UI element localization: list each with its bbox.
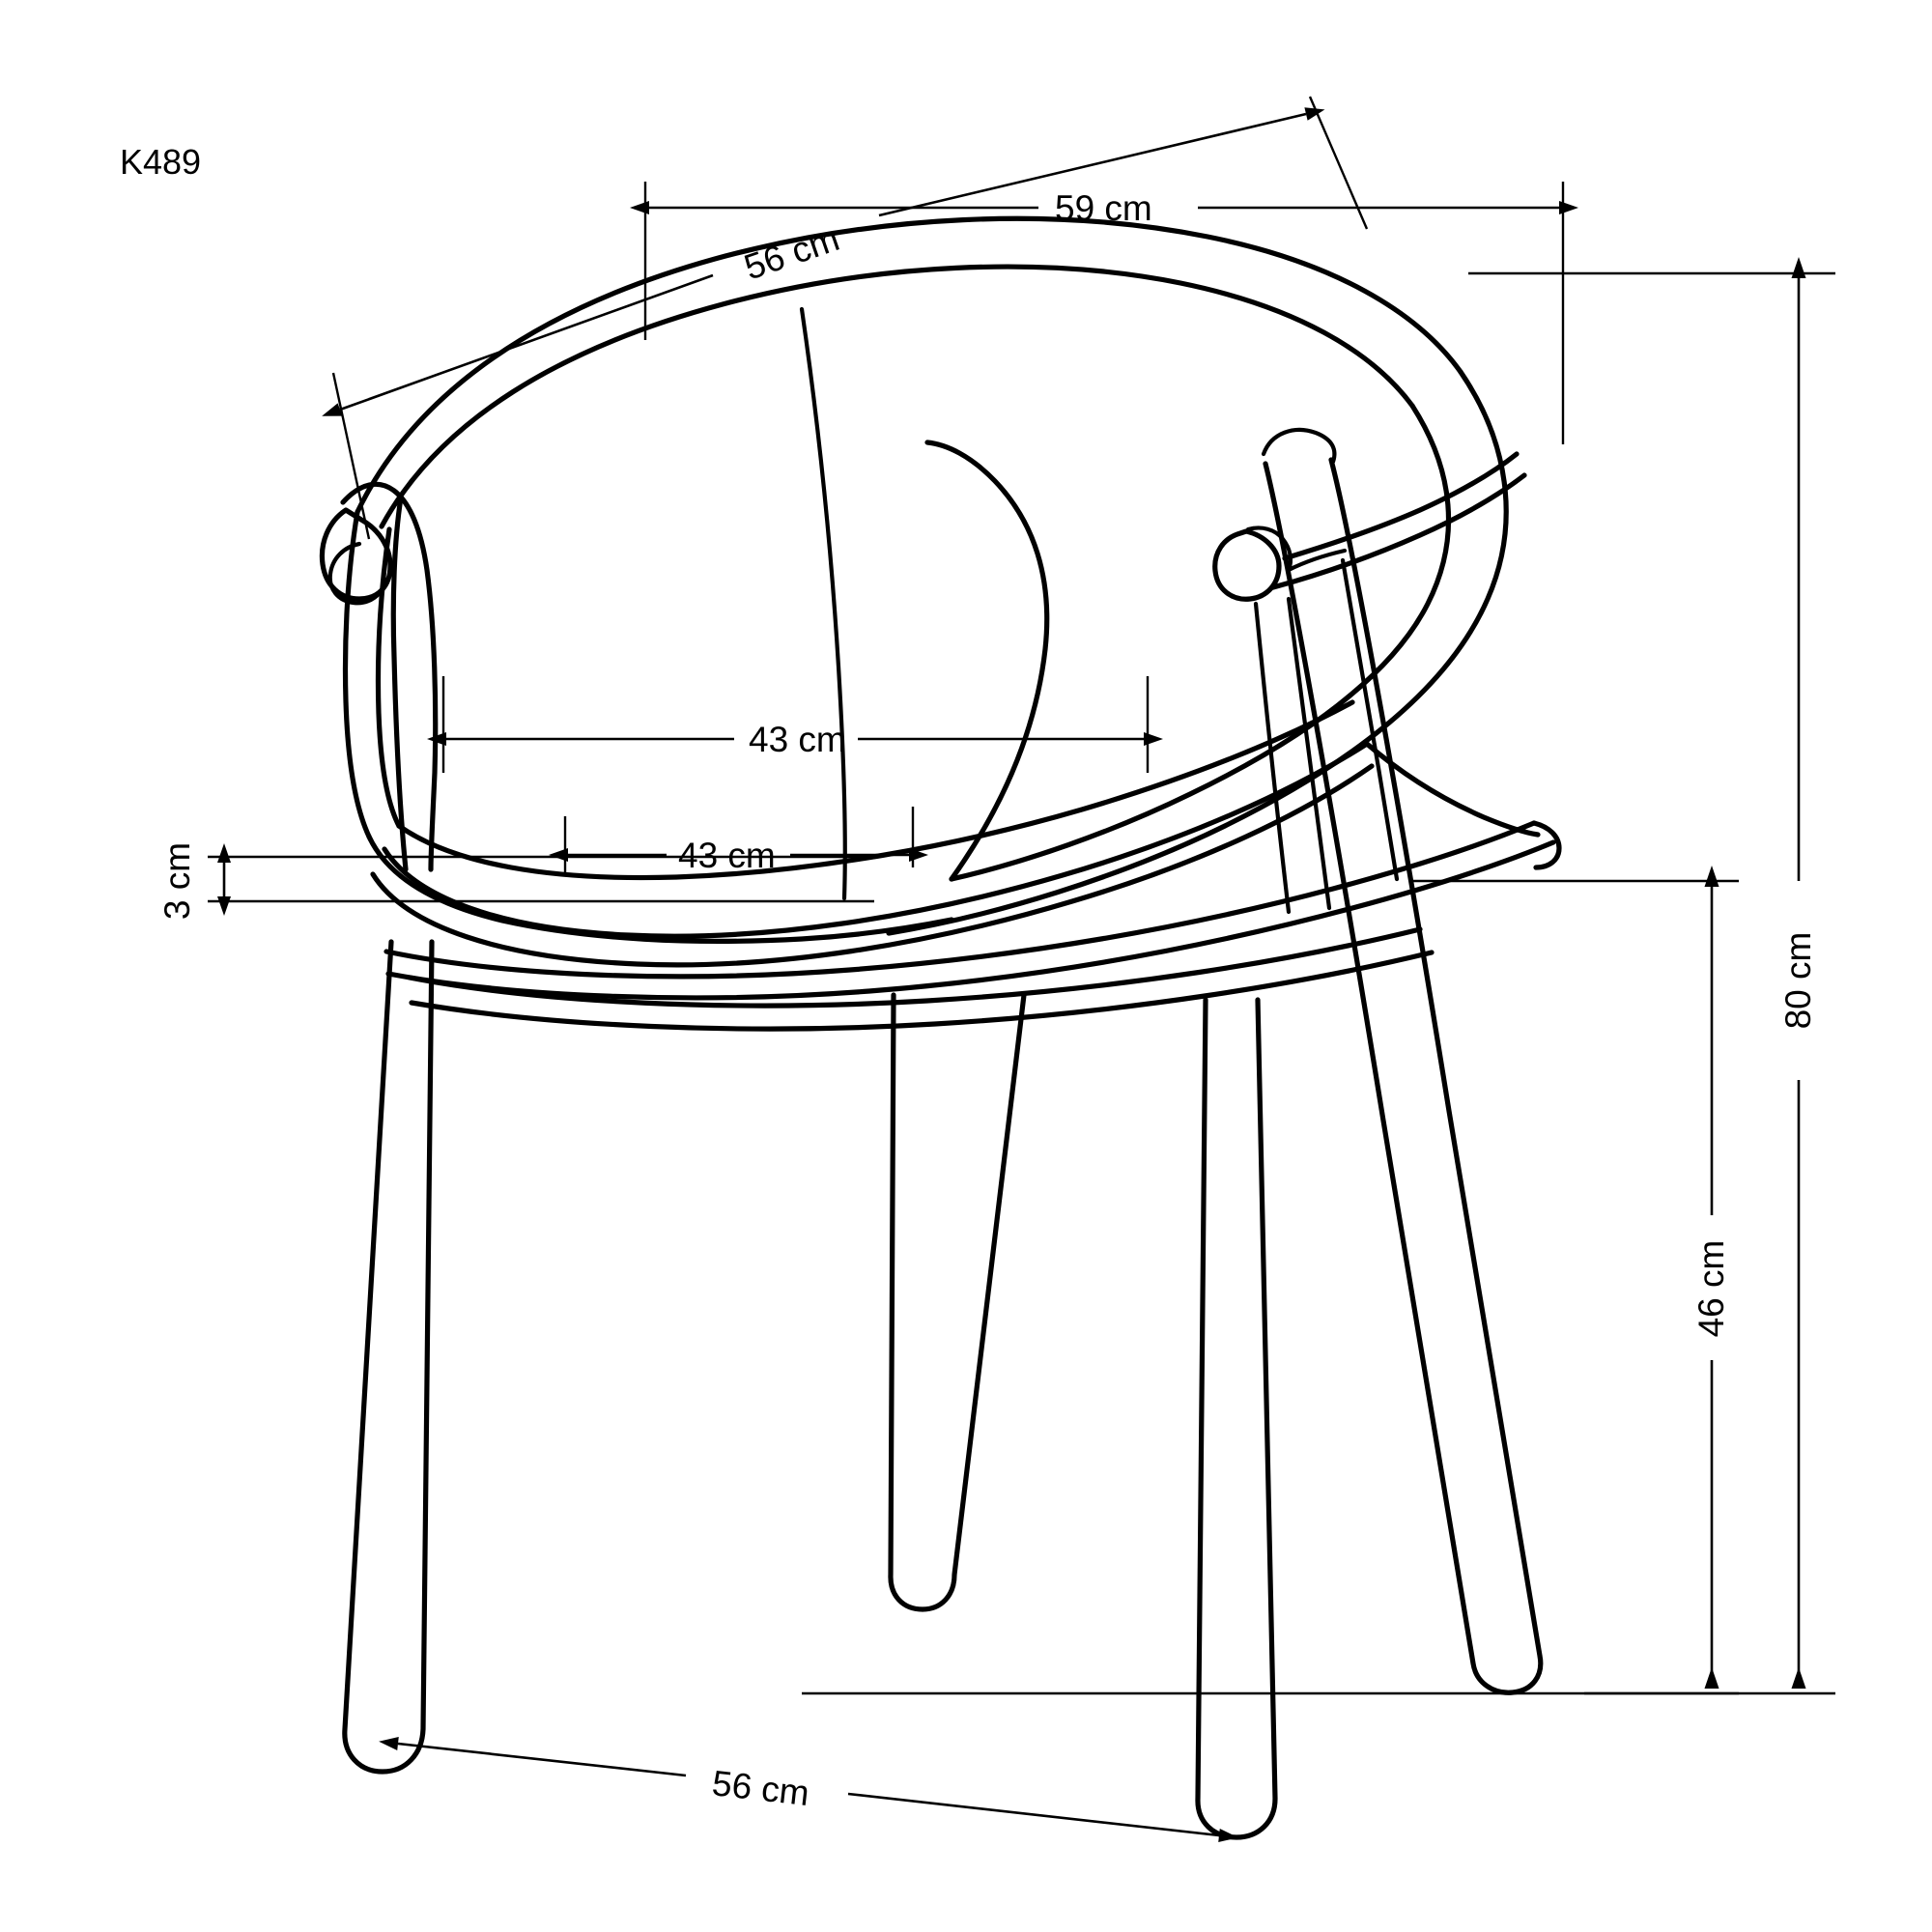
front-left-leg [342, 939, 435, 1775]
ext-56-top-right [1308, 96, 1369, 230]
dimline-56-bottom-seg2 [847, 1792, 1238, 1842]
left-armrest-post-outer [390, 495, 409, 872]
right-armrest-rail-bottom [1270, 472, 1527, 590]
dim-label-56-top: 56 cm [739, 218, 844, 288]
shell-to-leg-connector [1286, 596, 1332, 911]
under-seat-stretcher-top [407, 926, 1423, 1009]
shell-left-inner-edge [375, 526, 402, 829]
left-armrest-knob-notch [327, 541, 389, 606]
right-armrest-rail-top [1282, 451, 1520, 561]
shell-right-outer-sweep [886, 369, 1509, 936]
dimline-56-top-seg2 [878, 107, 1325, 217]
seat-apron-lower-line [384, 820, 1537, 980]
shell-left-outer-edge [342, 509, 372, 839]
rear-left-leg [888, 992, 1027, 1612]
backrest-inner-top-curve [379, 264, 1415, 529]
seat-opening-front-edge [382, 741, 1370, 939]
ext-56-top-left [331, 372, 371, 540]
rear-right-leg-top-joint [1261, 427, 1337, 465]
product-code-label: K489 [120, 142, 201, 182]
dimensions-group: 59 cm 56 cm 43 cm 43 cm 3 cm [157, 96, 1835, 1842]
dim-label-59: 59 cm [1055, 188, 1152, 228]
shell-inner-back-edge [924, 440, 1050, 882]
chair-body-group [319, 215, 1562, 1840]
dim-label-43-shell: 43 cm [749, 720, 846, 759]
front-right-leg [1195, 997, 1278, 1840]
left-armrest-end-knob [319, 507, 393, 602]
shell-right-inner-sweep [949, 403, 1452, 882]
seat-front-outer-lip [366, 834, 954, 944]
dimline-56-top-seg1 [322, 273, 714, 416]
dim-label-80: 80 cm [1778, 932, 1818, 1030]
seat-apron-lower-line-2 [385, 839, 1556, 1001]
seat-underside-band [370, 763, 1375, 968]
shell-to-leg-connector-2 [1253, 601, 1292, 915]
dim-label-56-bottom: 56 cm [710, 1763, 811, 1813]
right-armrest-end-knob [1212, 528, 1282, 602]
right-shell-inner-line [1340, 557, 1400, 882]
right-rail-endcap [1531, 820, 1562, 870]
under-seat-stretcher-bottom [409, 950, 1435, 1032]
dim-label-3cm: 3 cm [157, 842, 197, 920]
right-armrest-knob-hook [1245, 526, 1348, 573]
dim-label-43-seat: 43 cm [678, 836, 776, 875]
left-armrest-front-curve [340, 481, 439, 872]
dim-label-46: 46 cm [1691, 1240, 1731, 1338]
dimline-56-bottom-seg1 [379, 1737, 687, 1777]
shell-right-lower-corner [1364, 741, 1541, 838]
backrest-outer-top-curve [355, 215, 1463, 515]
backrest-seam-line [799, 306, 847, 901]
